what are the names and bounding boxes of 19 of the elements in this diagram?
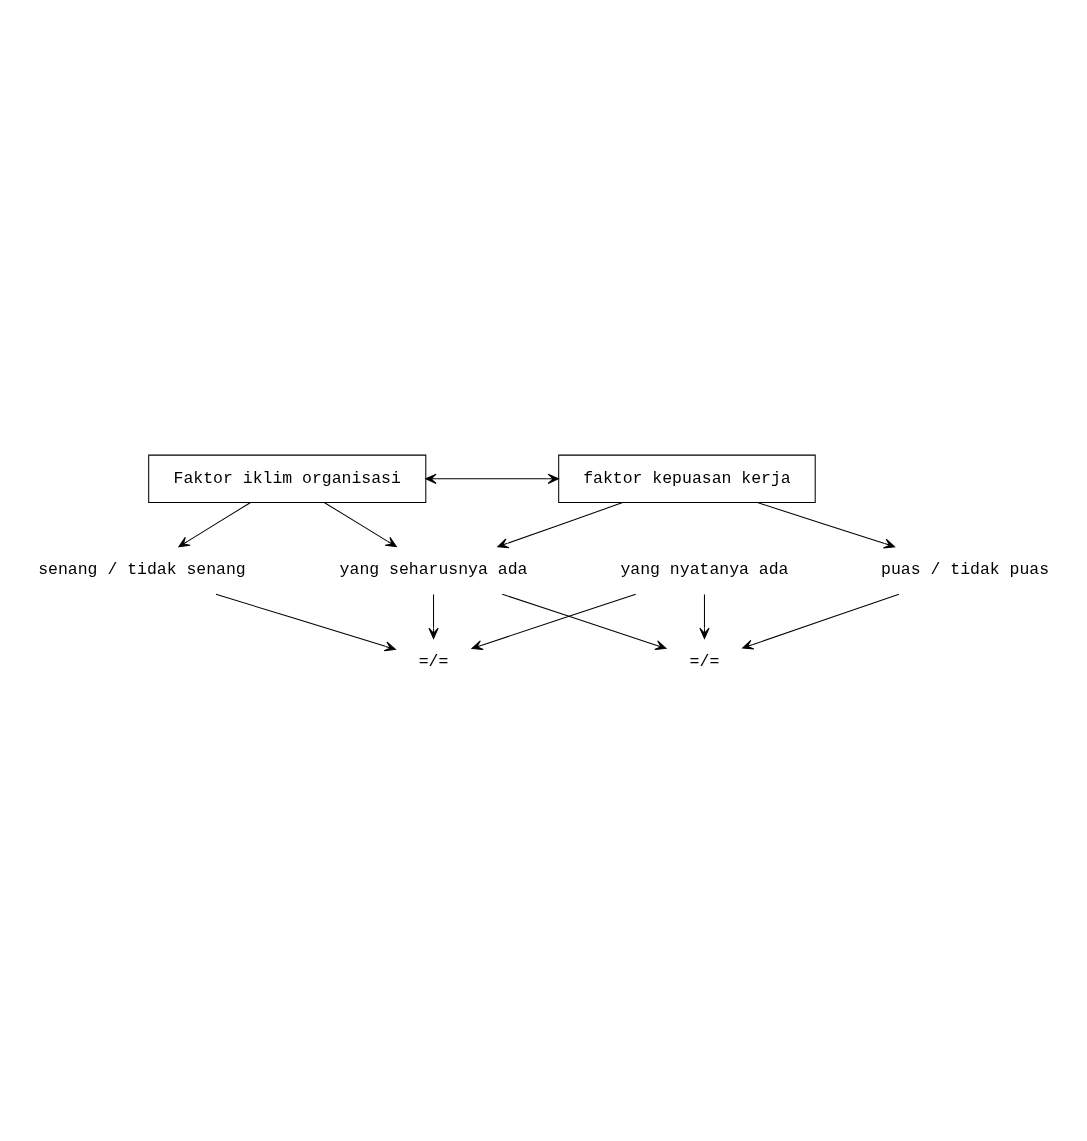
arrow [742, 593, 900, 650]
arrow [178, 502, 251, 548]
arrow [501, 593, 667, 651]
node-text: =/= [689, 652, 720, 672]
node-box: faktor kepuasan kerja [558, 454, 816, 504]
node-text: yang nyatanya ada [620, 560, 789, 580]
node-text: puas / tidak puas [881, 560, 1050, 580]
arrow [699, 594, 710, 639]
arrow [757, 502, 896, 549]
node-text: =/= [418, 652, 449, 672]
arrow [497, 502, 624, 549]
node-text: yang seharusnya ada [339, 560, 528, 580]
arrow [471, 593, 637, 651]
arrow [215, 593, 396, 652]
arrow [428, 594, 439, 639]
arrow [324, 502, 397, 548]
arrow [425, 473, 559, 484]
node-box: Faktor iklim organisasi [148, 454, 427, 504]
node-text: senang / tidak senang [38, 560, 246, 580]
